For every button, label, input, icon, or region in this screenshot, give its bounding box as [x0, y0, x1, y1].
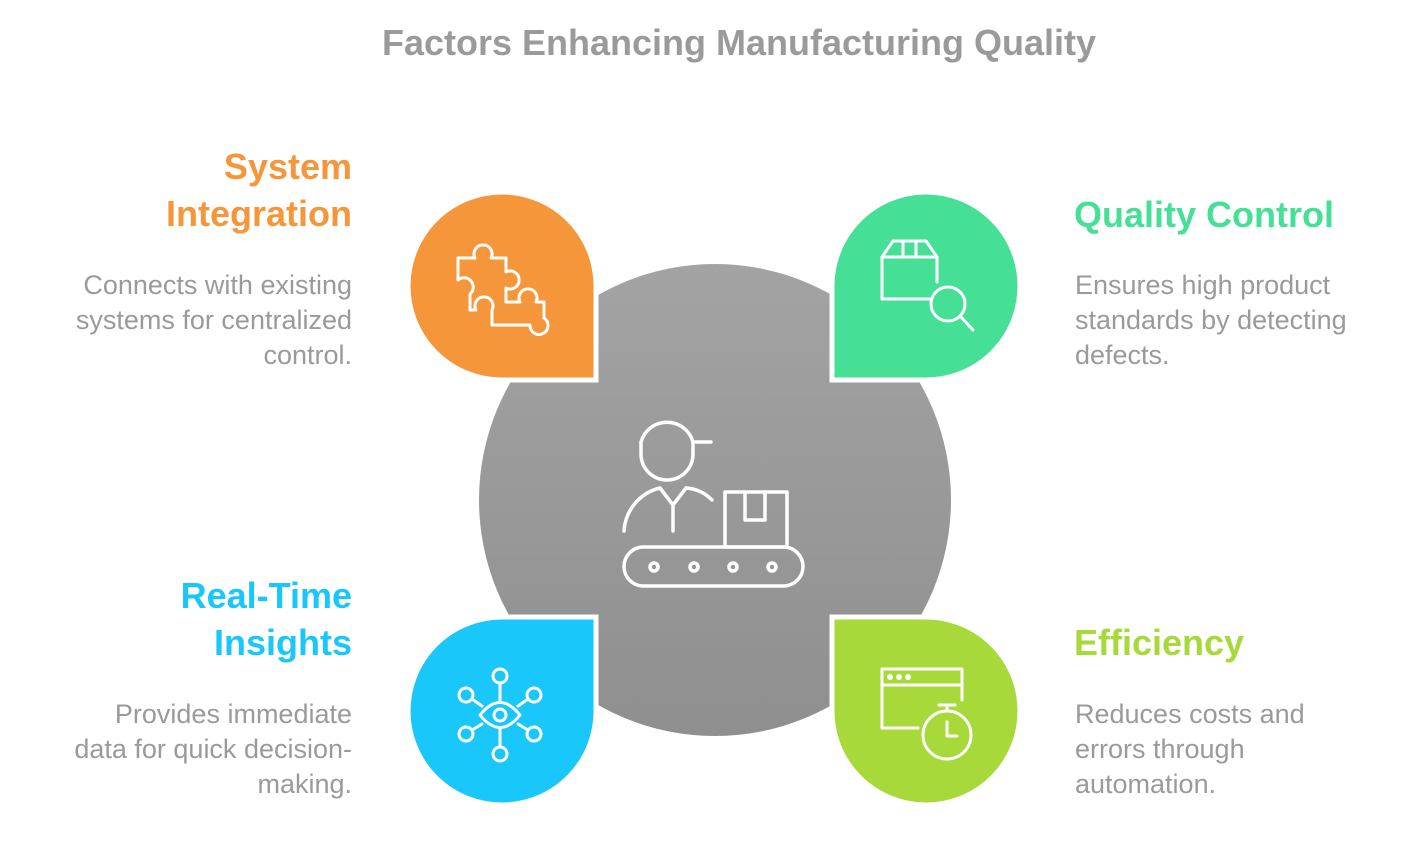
factor-heading-quality-control: Quality Control	[1074, 191, 1414, 238]
description-line: Connects with existing	[83, 270, 352, 300]
factor-heading-real-time-insights: Real-Time Insights	[40, 572, 352, 666]
page-title: Factors Enhancing Manufacturing Quality	[381, 22, 1097, 63]
description-line: data for quick decision-	[74, 734, 352, 764]
factor-description-real-time-insights: Provides immediate data for quick decisi…	[20, 697, 352, 802]
browser-timer-icon	[880, 667, 973, 761]
description-line: control.	[263, 340, 352, 370]
description-line: defects.	[1075, 340, 1170, 370]
heading-line: Integration	[166, 193, 352, 234]
box-search-icon	[880, 239, 975, 332]
worker-conveyor-icon	[622, 420, 805, 588]
heading-line: Quality Control	[1074, 194, 1334, 235]
description-line: Reduces costs and	[1075, 699, 1305, 729]
factor-description-efficiency: Reduces costs and errors through automat…	[1075, 697, 1420, 802]
petal-efficiency	[829, 614, 1023, 808]
eye-network-icon	[457, 667, 543, 763]
description-line: errors through	[1075, 734, 1245, 764]
factor-description-system-integration: Connects with existing systems for centr…	[20, 268, 352, 373]
heading-line: Insights	[213, 622, 352, 663]
description-line: standards by detecting	[1075, 305, 1347, 335]
petal-quality-control	[829, 189, 1023, 383]
puzzle-icon	[456, 243, 550, 336]
factor-heading-efficiency: Efficiency	[1074, 619, 1414, 666]
description-line: systems for centralized	[75, 305, 352, 335]
heading-line: System	[223, 146, 352, 187]
factor-description-quality-control: Ensures high product standards by detect…	[1075, 268, 1420, 373]
factor-heading-system-integration: System Integration	[40, 143, 352, 237]
petal-system-integration	[405, 189, 599, 383]
description-line: Provides immediate	[114, 699, 352, 729]
petal-real-time-insights	[405, 614, 599, 808]
description-line: automation.	[1075, 769, 1217, 799]
heading-line: Real-Time	[180, 575, 352, 616]
description-line: making.	[257, 769, 352, 799]
heading-line: Efficiency	[1074, 622, 1245, 663]
description-line: Ensures high product	[1075, 270, 1331, 300]
